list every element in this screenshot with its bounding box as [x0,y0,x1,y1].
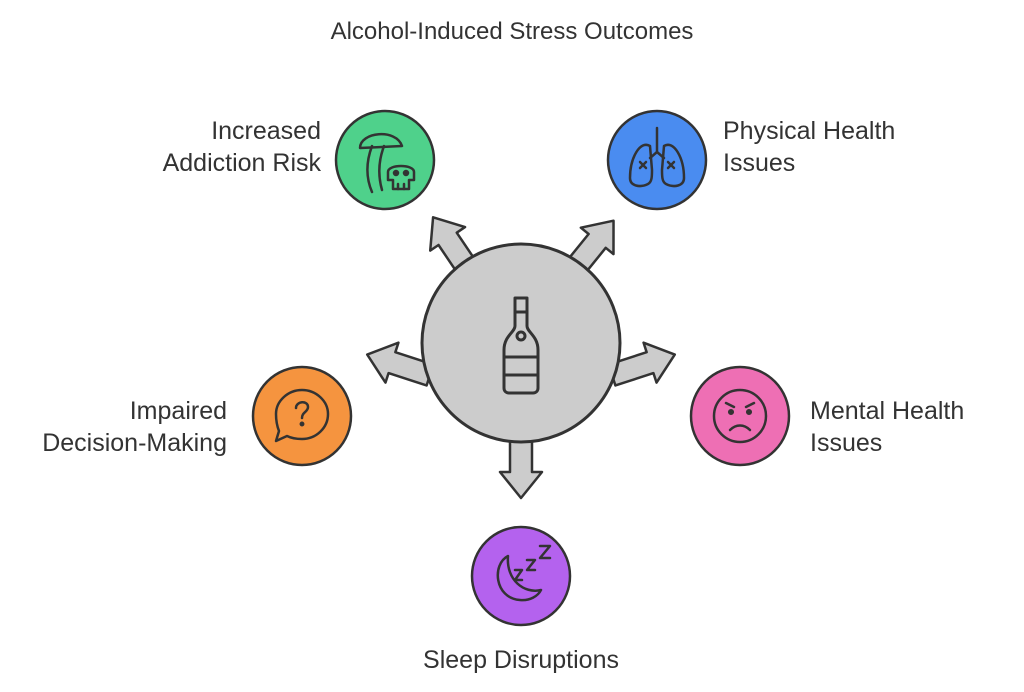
central-hub [420,242,622,444]
diagram-title: Alcohol-Induced Stress Outcomes [330,18,694,45]
label-sleep: Sleep Disruptions [371,644,671,676]
lungs-icon [628,126,686,188]
label-physical: Physical Health Issues [723,115,895,179]
outcome-node-addiction [334,109,436,211]
label-decision: Impaired Decision-Making [42,395,227,459]
frowning-face-icon [712,388,768,444]
outcome-node-mental [689,365,791,467]
label-sleep-line-1: Sleep Disruptions [423,646,619,674]
label-mental-line-2: Issues [810,429,883,457]
moon-zzz-icon [496,544,552,602]
wine-bottle-icon [502,296,540,395]
outcome-node-decision [251,365,353,467]
question-bubble-icon [274,388,330,443]
label-mental: Mental Health Issues [810,395,964,459]
outcome-node-physical [606,109,708,211]
label-addiction: Increased Addiction Risk [163,115,321,179]
arrow-to-mental [607,341,677,387]
outcome-node-sleep [470,525,572,627]
label-physical-line-2: Issues [723,149,796,177]
label-addiction-line-1: Increased [211,117,321,145]
label-addiction-line-2: Addiction Risk [162,149,321,177]
mushroom-skull-icon [358,132,416,194]
label-decision-line-2: Decision-Making [42,429,227,457]
label-decision-line-1: Impaired [129,397,227,425]
label-mental-line-1: Mental Health [810,397,965,425]
label-physical-line-1: Physical Health [723,117,896,145]
